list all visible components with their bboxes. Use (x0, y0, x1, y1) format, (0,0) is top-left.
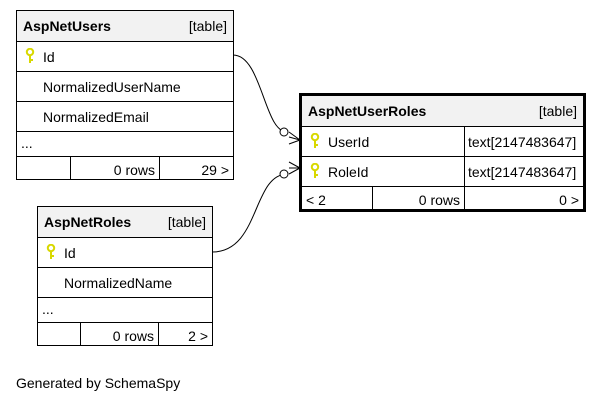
ellipsis: ... (42, 301, 54, 317)
parents-cell[interactable] (38, 323, 80, 345)
column-row[interactable]: UserId text[2147483647] (302, 126, 583, 156)
primary-key-icon (310, 163, 320, 178)
row-count: 0 rows (418, 192, 460, 208)
children-count: 0 > (559, 192, 579, 208)
table-aspnetusers[interactable]: AspNetUsers [table] Id NormalizedUserNam… (16, 10, 234, 180)
column-name: Id (43, 49, 55, 65)
column-type: text[2147483647] (468, 164, 577, 180)
children-cell[interactable]: 29 > (159, 157, 233, 179)
table-footer: < 2 0 rows 0 > (302, 186, 583, 209)
table-name: AspNetUserRoles (308, 103, 427, 119)
column-name: NormalizedEmail (43, 109, 149, 125)
table-aspnetroles[interactable]: AspNetRoles [table] Id NormalizedName ..… (37, 206, 213, 346)
parents-cell[interactable] (17, 157, 70, 179)
column-type-cell: text[2147483647] (464, 157, 583, 186)
table-kind: [table] (538, 103, 577, 119)
table-footer: 0 rows 2 > (38, 322, 212, 345)
children-cell[interactable]: 0 > (464, 187, 583, 209)
column-name: NormalizedName (64, 275, 173, 291)
table-name: AspNetUsers (23, 18, 111, 34)
fk-crowfoot-roleid (288, 161, 301, 175)
ellipsis: ... (21, 135, 33, 151)
children-cell[interactable]: 2 > (158, 323, 212, 345)
fk-line-userid-to-users (232, 54, 288, 133)
more-columns-row: ... (17, 131, 233, 156)
children-count: 29 > (201, 162, 229, 178)
rows-cell: 0 rows (80, 323, 158, 345)
column-type-cell: text[2147483647] (464, 127, 583, 156)
column-row[interactable]: RoleId text[2147483647] (302, 156, 583, 186)
column-name: Id (64, 245, 76, 261)
table-header[interactable]: AspNetUsers [table] (17, 11, 233, 41)
column-row[interactable]: NormalizedUserName (17, 71, 233, 101)
parents-cell[interactable]: < 2 (302, 187, 372, 209)
fk-circle-roleid (279, 169, 289, 179)
row-count: 0 rows (112, 328, 154, 344)
primary-key-icon (25, 48, 35, 63)
table-aspnetuserroles[interactable]: AspNetUserRoles [table] UserId text[2147… (299, 93, 586, 212)
children-count: 2 > (188, 328, 208, 344)
table-footer: 0 rows 29 > (17, 156, 233, 179)
generated-by-text: Generated by SchemaSpy (16, 375, 181, 391)
column-type: text[2147483647] (468, 134, 577, 150)
column-name: NormalizedUserName (43, 79, 181, 95)
primary-key-icon (310, 133, 320, 148)
column-row[interactable]: Id (17, 41, 233, 71)
column-row[interactable]: NormalizedName (38, 267, 212, 297)
row-count: 0 rows (113, 162, 155, 178)
rows-cell: 0 rows (70, 157, 159, 179)
column-name: UserId (328, 134, 370, 150)
more-columns-row: ... (38, 297, 212, 322)
fk-circle-userid (279, 127, 289, 137)
table-kind: [table] (167, 214, 206, 230)
column-row[interactable]: NormalizedEmail (17, 101, 233, 131)
fk-crowfoot-userid (288, 131, 301, 145)
table-name: AspNetRoles (44, 214, 132, 230)
column-row[interactable]: Id (38, 237, 212, 267)
table-header[interactable]: AspNetUserRoles [table] (302, 96, 583, 126)
table-header[interactable]: AspNetRoles [table] (38, 207, 212, 237)
rows-cell: 0 rows (372, 187, 464, 209)
column-name: RoleId (328, 164, 369, 180)
primary-key-icon (46, 244, 56, 259)
parents-count: < 2 (306, 192, 326, 208)
fk-line-roleid-to-roles (211, 173, 288, 253)
table-kind: [table] (188, 18, 227, 34)
